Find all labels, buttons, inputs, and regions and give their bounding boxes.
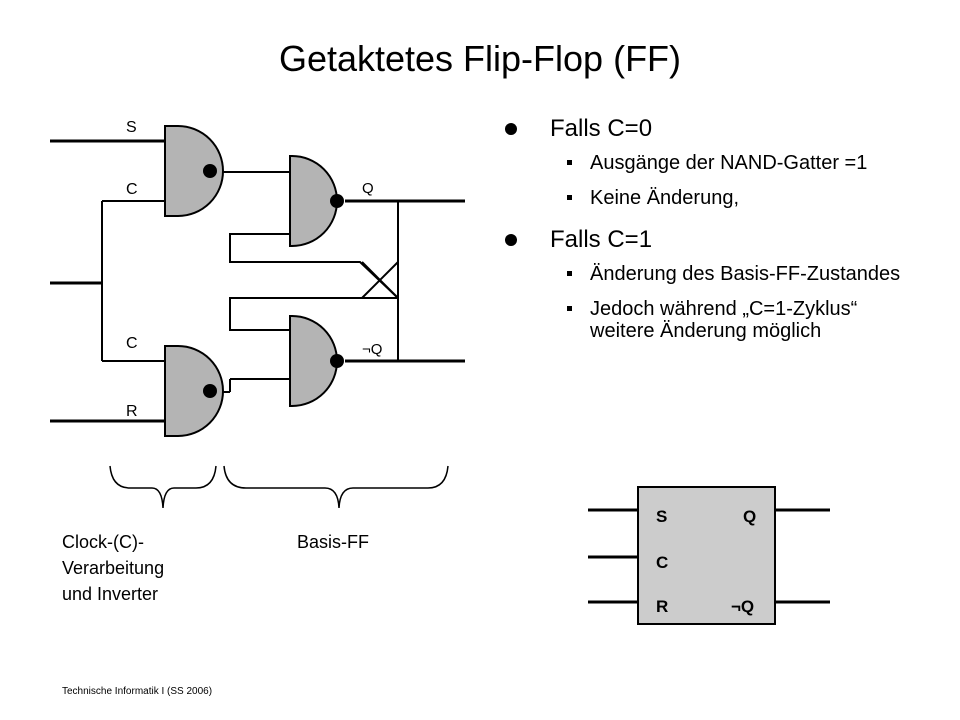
inverter-bubble-3 — [330, 194, 344, 208]
label-c-bottom: C — [126, 335, 138, 352]
sub-bullet-text: Jedoch während „C=1-Zyklus“ weitere Ände… — [590, 298, 858, 342]
square-bullet-icon — [567, 160, 572, 165]
symbol-pin-q: Q — [743, 507, 756, 526]
label-q: Q — [362, 180, 374, 197]
bullet-text: Falls C=1 — [550, 226, 653, 253]
symbol-pin-not-q: ¬Q — [731, 597, 754, 616]
label-r: R — [126, 403, 138, 420]
sub-bullet-item: Ausgänge der NAND-Gatter =1 — [550, 152, 905, 174]
caption-clock: Clock-(C)- Verarbeitung und Inverter — [62, 529, 164, 607]
sub-bullet-item: Jedoch während „C=1-Zyklus“ weitere Ände… — [550, 298, 905, 342]
bullet-dot-icon — [505, 234, 517, 246]
sub-bullet-text: Keine Änderung, — [590, 187, 740, 209]
symbol-pin-c: C — [656, 553, 668, 572]
symbol-pin-s: S — [656, 507, 667, 526]
nand-gate-1 — [164, 125, 224, 217]
caption-basis: Basis-FF — [297, 532, 369, 552]
square-bullet-icon — [567, 271, 572, 276]
square-bullet-icon — [567, 195, 572, 200]
ff-symbol-box — [637, 486, 776, 625]
sub-bullet-item: Änderung des Basis-FF-Zustandes — [550, 263, 905, 285]
nand-gate-3 — [289, 155, 344, 247]
nand-gate-4 — [289, 315, 344, 407]
caption-clock-line-2: Verarbeitung — [62, 558, 165, 578]
label-not-q: ¬Q — [362, 341, 382, 358]
wire-feedback-notq — [229, 297, 398, 331]
nand-gate-2 — [164, 345, 224, 437]
slide-footer: Technische Informatik I (SS 2006) — [62, 686, 213, 697]
sub-bullet-list: Änderung des Basis-FF-Zustandes Jedoch w… — [550, 263, 905, 342]
bullet-item: Falls C=1 Änderung des Basis-FF-Zustande… — [505, 223, 905, 342]
bullet-dot-icon — [505, 123, 517, 135]
symbol-pin-r: R — [656, 597, 668, 616]
wire-cross-b — [361, 261, 399, 299]
wire-feedback-q — [229, 201, 399, 301]
sub-bullet-text: Änderung des Basis-FF-Zustandes — [590, 263, 901, 285]
sub-bullet-item: Keine Änderung, — [550, 187, 905, 209]
slide-title: Getaktetes Flip-Flop (FF) — [278, 38, 682, 79]
wires — [50, 139, 465, 423]
bullet-list: Falls C=0 Ausgänge der NAND-Gatter =1 Ke… — [505, 112, 905, 355]
label-c-top: C — [126, 181, 138, 198]
square-bullet-icon — [567, 306, 572, 311]
sub-bullet-text: Ausgänge der NAND-Gatter =1 — [590, 152, 868, 174]
bullet-item: Falls C=0 Ausgänge der NAND-Gatter =1 Ke… — [505, 112, 905, 209]
ff-symbol: S C R Q ¬Q — [588, 486, 830, 625]
inverter-bubble-4 — [330, 354, 344, 368]
sub-bullet-list: Ausgänge der NAND-Gatter =1 Keine Änderu… — [550, 152, 905, 209]
label-s: S — [126, 119, 137, 136]
caption-clock-line-1: Clock-(C)- — [62, 532, 144, 552]
brace-clock — [109, 465, 217, 509]
brace-basis — [223, 465, 449, 509]
inverter-bubble-1 — [203, 164, 217, 178]
bullet-text: Falls C=0 — [550, 115, 653, 142]
inverter-bubble-2 — [203, 384, 217, 398]
caption-clock-line-3: und Inverter — [62, 584, 159, 604]
